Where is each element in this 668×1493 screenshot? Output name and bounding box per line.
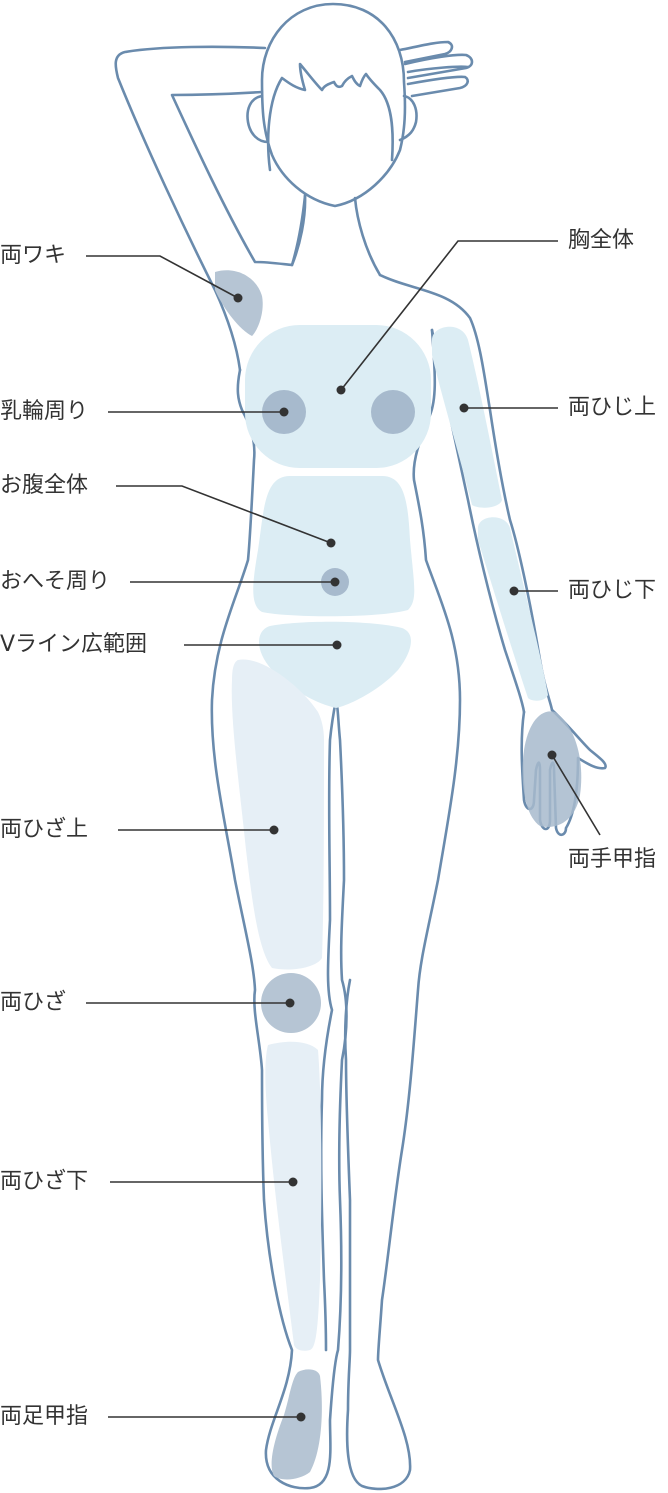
label-feet-toes[interactable]: 両足甲指	[0, 1404, 89, 1429]
left-ear-outline	[246, 94, 270, 144]
zone-armpit	[215, 270, 263, 336]
neck-right-outline	[353, 196, 382, 277]
label-whole-abdomen[interactable]: お腹全体	[0, 473, 89, 498]
zone-areola-right	[371, 390, 415, 434]
label-whole-chest[interactable]: 胸全体	[568, 228, 635, 253]
leader-abdomen	[116, 485, 332, 544]
right-hand-outline	[520, 708, 607, 837]
inner-legs-outline	[319, 698, 338, 1352]
label-knees[interactable]: 両ひざ	[0, 990, 67, 1015]
leader-armpits	[86, 255, 239, 299]
zone-upper-arm	[432, 326, 502, 508]
raised-arm-outline	[114, 45, 267, 372]
label-hands-fingers[interactable]: 両手甲指	[568, 847, 657, 872]
neck-left-outline	[290, 193, 307, 267]
label-thighs[interactable]: 両ひざ上	[0, 817, 89, 842]
label-lower-arms[interactable]: 両ひじ下	[568, 578, 657, 603]
head-outline	[260, 2, 407, 208]
label-areola[interactable]: 乳輪周り	[0, 399, 89, 424]
label-lower-legs[interactable]: 両ひざ下	[0, 1169, 89, 1194]
label-armpits[interactable]: 両ワキ	[0, 243, 67, 268]
zone-lower-leg	[265, 1041, 322, 1351]
torso-left-outline	[210, 368, 348, 1490]
label-upper-arms[interactable]: 両ひじ上	[568, 395, 657, 420]
leader-chest	[340, 240, 558, 391]
bangs-outline	[266, 62, 394, 172]
raised-arm-inner-outline	[170, 90, 307, 267]
right-ear-outline	[398, 94, 418, 142]
leader-dots	[233, 293, 557, 1422]
label-navel[interactable]: おへそ周り	[0, 569, 111, 594]
hand-behind-head-outline	[398, 40, 474, 98]
zone-lower-arm	[477, 517, 548, 701]
zone-hand	[522, 711, 582, 827]
zone-thigh	[231, 659, 324, 970]
torso-right-outline	[343, 328, 462, 1491]
leader-hands	[551, 754, 601, 836]
leader-lines	[86, 240, 601, 1418]
zone-foot	[271, 1369, 322, 1480]
zone-v-line	[259, 621, 411, 708]
label-v-line[interactable]: Vライン広範囲	[0, 632, 148, 657]
